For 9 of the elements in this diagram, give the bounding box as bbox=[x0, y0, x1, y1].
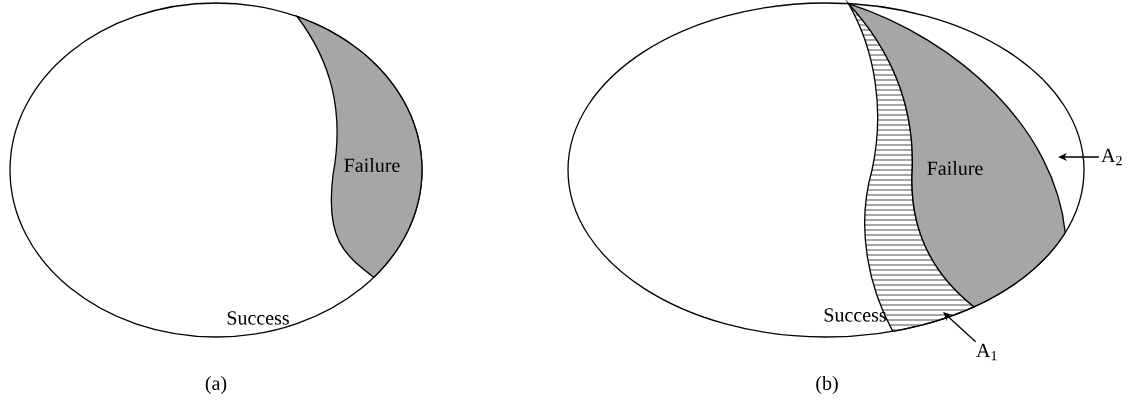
region-label: Success bbox=[227, 311, 289, 325]
panel-label: (b) bbox=[816, 375, 838, 395]
panel-label: (a) bbox=[205, 375, 227, 395]
leader-arrow bbox=[943, 312, 977, 343]
area-label: A$_{2}$ bbox=[1101, 148, 1122, 166]
area-label: A$_{1}$ bbox=[976, 343, 997, 361]
region-label: Failure bbox=[927, 160, 983, 176]
region-label: Failure bbox=[344, 157, 400, 173]
region-label: Success bbox=[824, 308, 886, 322]
